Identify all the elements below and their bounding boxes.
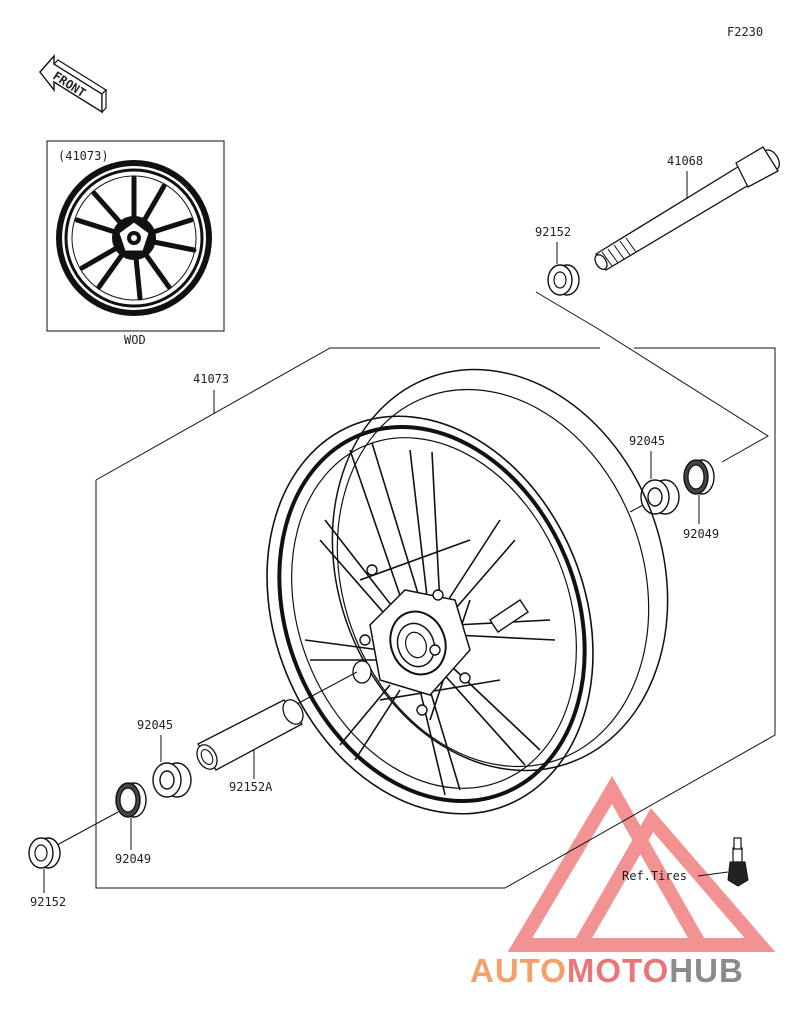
watermark-auto: AUTO xyxy=(470,952,567,989)
front-arrow-icon: FRONT xyxy=(39,54,107,114)
watermark-hub: HUB xyxy=(669,952,744,989)
label-92152A: 92152A xyxy=(229,780,273,794)
label-ref-tires: Ref.Tires xyxy=(622,869,687,883)
inset-caption: WOD xyxy=(124,333,146,347)
label-92045-upper: 92045 xyxy=(629,434,665,448)
main-wheel-icon xyxy=(266,368,669,815)
seal-icon xyxy=(683,459,715,495)
label-41073: 41073 xyxy=(193,372,229,386)
assembly-outline xyxy=(95,347,600,481)
inset-box: (41073) WOD xyxy=(46,140,225,347)
bearing-icon xyxy=(640,479,680,515)
label-92152-upper: 92152 xyxy=(535,225,571,239)
wheel-icon xyxy=(56,160,212,316)
label-92045-lower: 92045 xyxy=(137,718,173,732)
svg-text:AUTOMOTOHUB: AUTOMOTOHUB xyxy=(470,952,744,989)
axle-icon xyxy=(594,146,780,271)
inset-part-number: (41073) xyxy=(58,149,109,163)
watermark: AUTOMOTOHUB xyxy=(470,952,744,989)
valve-icon xyxy=(727,837,749,887)
bearing-icon xyxy=(152,762,192,798)
seal-icon xyxy=(115,782,147,818)
figure-code: F2230 xyxy=(727,25,763,39)
collar-icon xyxy=(28,837,61,869)
label-92049-upper: 92049 xyxy=(683,527,719,541)
watermark-moto: MOTO xyxy=(567,952,669,989)
spacer-collar-icon xyxy=(196,699,304,771)
label-92049-lower: 92049 xyxy=(115,852,151,866)
label-92152-lower: 92152 xyxy=(30,895,66,909)
watermark-logo-icon xyxy=(507,776,776,952)
collar-icon xyxy=(547,264,580,296)
label-41068: 41068 xyxy=(667,154,703,168)
